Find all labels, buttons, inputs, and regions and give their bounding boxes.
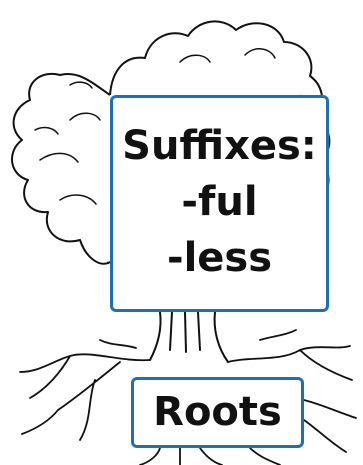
suffix-heading: Suffixes: bbox=[113, 118, 326, 174]
suffix-item-ful: -ful bbox=[113, 174, 326, 230]
suffix-item-less: -less bbox=[113, 230, 326, 286]
roots-label: Roots bbox=[153, 389, 282, 435]
suffix-box: Suffixes: -ful -less bbox=[110, 95, 329, 312]
roots-box: Roots bbox=[131, 377, 304, 448]
tree-trunk bbox=[150, 312, 228, 362]
